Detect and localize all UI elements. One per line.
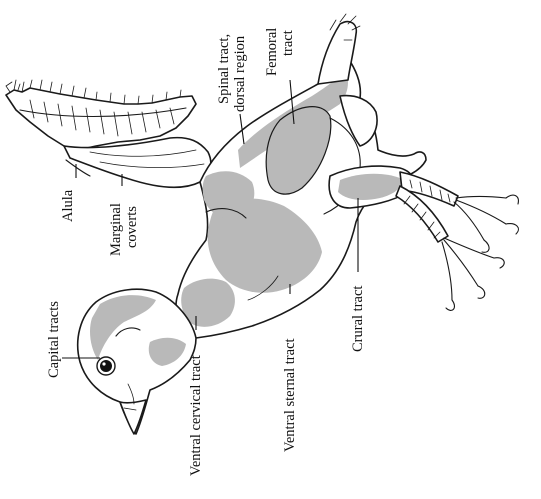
label-ventral-sternal-tract: Ventral sternal tract <box>282 338 298 452</box>
label-femoral-tract-line2: tract <box>280 30 296 56</box>
label-spinal-tract-line2: dorsal region <box>232 35 248 112</box>
label-ventral-cervical-tract: Ventral cervical tract <box>188 355 204 476</box>
label-capital-tracts: Capital tracts <box>46 301 62 378</box>
wing <box>6 80 211 187</box>
label-crural-tract: Crural tract <box>350 286 366 352</box>
label-spinal-tract-line1: Spinal tract, <box>216 34 232 104</box>
label-marginal-coverts-line2: coverts <box>124 206 140 248</box>
label-femoral-tract-line1: Femoral <box>264 28 280 76</box>
label-marginal-coverts-line1: Marginal <box>108 203 124 256</box>
label-alula: Alula <box>60 189 76 222</box>
head <box>78 289 196 434</box>
